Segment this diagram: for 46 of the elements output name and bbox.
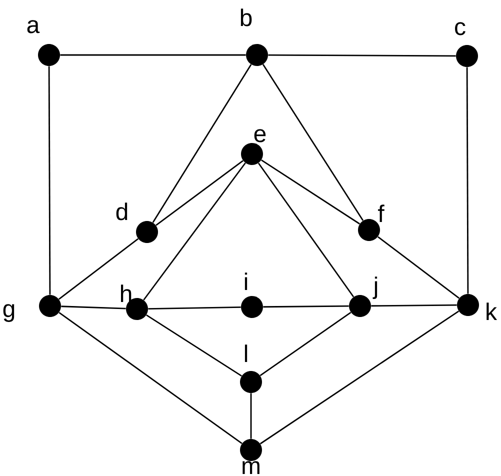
vertex-dot [240, 371, 262, 393]
edge-line [378, 236, 460, 299]
vertex-label: l [244, 344, 248, 362]
edge-line [466, 67, 469, 294]
edge-line [371, 304, 457, 307]
vertex-label: c [455, 22, 466, 36]
edge-line [250, 393, 252, 439]
edge-line [58, 238, 139, 300]
edge-line [60, 54, 246, 56]
edge-line [260, 312, 352, 376]
edge-line [58, 312, 242, 444]
vertex-label: a [27, 20, 40, 34]
edge-line [262, 64, 364, 221]
edge-line [146, 314, 242, 377]
edge-line [48, 66, 51, 295]
vertex-label: g [3, 304, 14, 322]
vertex-dot [240, 439, 262, 461]
vertex-label: b [240, 8, 252, 26]
vertex-dot [349, 295, 371, 317]
vertex-dot [246, 44, 268, 66]
vertex-label: m [242, 461, 260, 474]
vertex-label: k [486, 302, 498, 320]
edge-line [148, 306, 241, 310]
vertex-dot [358, 219, 380, 241]
vertex-dot [39, 295, 61, 317]
edge-line [143, 162, 246, 300]
vertex-dot [136, 221, 158, 243]
edge-line [61, 306, 126, 310]
vertex-dot [38, 44, 60, 66]
edge-line [258, 162, 354, 298]
vertex-label: h [121, 284, 132, 302]
edge-line [268, 54, 456, 57]
vertex-dot [457, 294, 479, 316]
vertex-label: j [372, 276, 378, 299]
vertex-label: i [244, 272, 248, 290]
vertex-dot [241, 143, 263, 165]
vertex-label: e [254, 129, 266, 142]
edge-line [156, 160, 244, 226]
vertex-label: d [116, 202, 128, 220]
vertex-label: f [378, 204, 384, 222]
edge-line [261, 160, 360, 224]
edge-line [260, 310, 460, 444]
vertex-dot [241, 296, 263, 318]
edge-line [152, 64, 252, 223]
vertex-dot [456, 45, 478, 67]
edge-line [263, 305, 349, 308]
